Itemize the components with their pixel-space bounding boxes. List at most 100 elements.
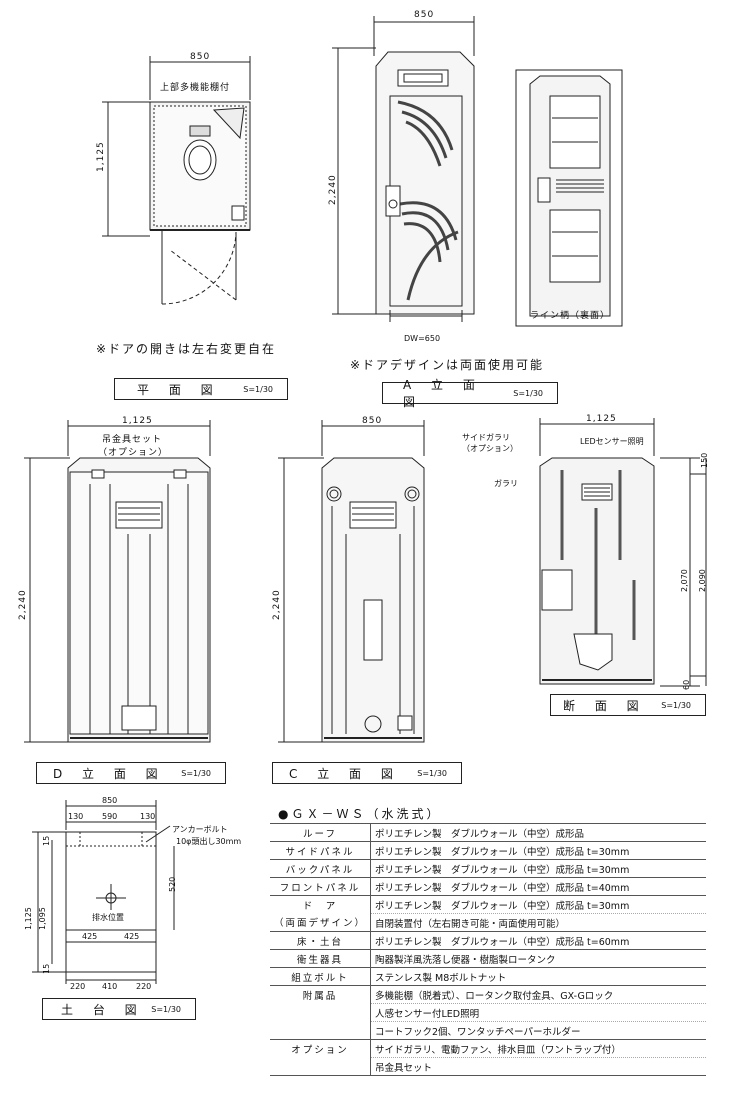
section-dim-2090: 2,090 xyxy=(698,569,707,592)
spec-row: オプションサイドガラリ、電動ファン、排水目皿（ワントラップ付） xyxy=(270,1039,706,1058)
line-pattern-drawing xyxy=(515,69,623,327)
d-elevation-drawing xyxy=(24,420,211,743)
plan-scale: S=1/30 xyxy=(243,384,273,394)
spec-key: 衛生器具 xyxy=(270,949,372,968)
spec-key xyxy=(270,1021,372,1040)
plan-note: ※ドアの開きは左右変更自在 xyxy=(96,342,277,356)
base-dim-130b: 130 xyxy=(140,812,156,821)
base-dim-520: 520 xyxy=(168,876,177,892)
spec-value: 陶器製洋風洗落し便器・樹脂製ロータンク xyxy=(370,949,706,968)
c-title-box: C 立 面 図 S=1/30 xyxy=(272,762,462,784)
spec-value: ポリエチレン製 ダブルウォール（中空）成形品 t=30mm xyxy=(370,895,706,914)
spec-key: 床・土台 xyxy=(270,931,372,950)
plan-title-box: 平 面 図 S=1/30 xyxy=(114,378,288,400)
spec-row: 人感センサー付LED照明 xyxy=(270,1003,706,1022)
spec-key: ド ア xyxy=(270,895,372,914)
spec-value: コートフック2個、ワンタッチペーパーホルダー xyxy=(370,1021,706,1040)
spec-key: サイドパネル xyxy=(270,841,372,860)
spec-key: バックパネル xyxy=(270,859,372,878)
spec-row: 附属品多機能棚（脱着式）、ロータンク取付金具、GX-Gロック xyxy=(270,985,706,1004)
a-title-box: A 立 面 図 S=1/30 xyxy=(382,378,558,409)
spec-row: 吊金具セット xyxy=(270,1057,706,1076)
d-hook-label-2: （オプション） xyxy=(98,448,169,458)
spec-value: 多機能棚（脱着式）、ロータンク取付金具、GX-Gロック xyxy=(370,985,706,1004)
spec-table: ルーフポリエチレン製 ダブルウォール（中空）成形品 サイドパネルポリエチレン製 … xyxy=(270,823,706,1076)
d-hook-label-1: 吊金具セット xyxy=(102,435,163,445)
section-dim-60: 60 xyxy=(682,679,691,690)
spec-row: 衛生器具陶器製洋風洗落し便器・樹脂製ロータンク xyxy=(270,949,706,968)
base-dim-width: 850 xyxy=(102,796,118,805)
base-dim-1125: 1,125 xyxy=(24,907,33,930)
section-scale: S=1/30 xyxy=(661,700,691,710)
spec-row: 床・土台ポリエチレン製 ダブルウォール（中空）成形品 t=60mm xyxy=(270,931,706,950)
spec-row: ルーフポリエチレン製 ダブルウォール（中空）成形品 xyxy=(270,823,706,842)
d-dim-height: 2,240 xyxy=(18,589,28,620)
base-scale: S=1/30 xyxy=(151,1004,181,1014)
c-dim-width: 850 xyxy=(362,416,383,426)
base-dim-15b: 15 xyxy=(42,963,51,974)
section-led-label: LEDセンサー照明 xyxy=(580,437,644,446)
base-dim-425a: 425 xyxy=(82,932,98,941)
base-dim-410: 410 xyxy=(102,982,118,991)
spec-value: ポリエチレン製 ダブルウォール（中空）成形品 t=40mm xyxy=(370,877,706,896)
a-title: A 立 面 図 xyxy=(403,378,483,409)
spec-row: （両面デザイン）自閉装置付（左右開き可能・両面使用可能） xyxy=(270,913,706,932)
spec-key: 組立ボルト xyxy=(270,967,372,986)
spec-row: 組立ボルトステンレス製 M8ボルトナット xyxy=(270,967,706,986)
base-title-box: 土 台 図 S=1/30 xyxy=(42,998,196,1020)
spec-value: 吊金具セット xyxy=(370,1057,706,1076)
spec-row: ド アポリエチレン製 ダブルウォール（中空）成形品 t=30mm xyxy=(270,895,706,914)
base-drawing xyxy=(32,800,175,984)
spec-value: ポリエチレン製 ダブルウォール（中空）成形品 t=30mm xyxy=(370,859,706,878)
section-dim-150: 150 xyxy=(700,452,709,468)
section-side-label-2: （オプション） xyxy=(462,444,518,453)
spec-value: ポリエチレン製 ダブルウォール（中空）成形品 t=60mm xyxy=(370,931,706,950)
spec-value: サイドガラリ、電動ファン、排水目皿（ワントラップ付） xyxy=(370,1039,706,1058)
a-dim-door: DW=650 xyxy=(404,334,441,343)
plan-dim-depth: 1,125 xyxy=(96,141,106,172)
base-title: 土 台 図 xyxy=(61,1002,145,1017)
spec-title: ●ＧＸ－ＷＳ（水洗式） xyxy=(278,807,442,821)
section-title-box: 断 面 図 S=1/30 xyxy=(550,694,706,716)
section-title: 断 面 図 xyxy=(563,698,647,713)
spec-key: 附属品 xyxy=(270,985,372,1004)
base-dim-130a: 130 xyxy=(68,812,84,821)
section-dim-2070: 2,070 xyxy=(680,569,689,592)
d-dim-width: 1,125 xyxy=(122,416,153,426)
c-scale: S=1/30 xyxy=(417,768,447,778)
a-elevation-drawing xyxy=(332,16,475,322)
spec-row: フロントパネルポリエチレン製 ダブルウォール（中空）成形品 t=40mm xyxy=(270,877,706,896)
spec-key xyxy=(270,1003,372,1022)
d-title-box: D 立 面 図 S=1/30 xyxy=(36,762,226,784)
base-dim-425b: 425 xyxy=(124,932,140,941)
c-elevation-drawing xyxy=(278,420,425,743)
c-dim-height: 2,240 xyxy=(272,589,282,620)
base-anchor-label-2: 10φ頭出し30mm xyxy=(176,837,242,846)
spec-key xyxy=(270,1057,372,1076)
section-drawing xyxy=(539,418,707,687)
d-title: D 立 面 図 xyxy=(53,766,166,781)
spec-key: オプション xyxy=(270,1039,372,1058)
section-side-label-1: サイドガラリ xyxy=(462,433,510,442)
spec-key: （両面デザイン） xyxy=(270,913,372,932)
base-dim-15a: 15 xyxy=(42,835,51,846)
spec-value: 人感センサー付LED照明 xyxy=(370,1003,706,1022)
line-back-label: ライン柄（裏面） xyxy=(530,311,611,321)
base-dim-220b: 220 xyxy=(136,982,152,991)
spec-row: コートフック2個、ワンタッチペーパーホルダー xyxy=(270,1021,706,1040)
base-anchor-label-1: アンカーボルト xyxy=(172,825,228,834)
spec-value: ステンレス製 M8ボルトナット xyxy=(370,967,706,986)
c-title: C 立 面 図 xyxy=(289,766,401,781)
plan-shelf-label: 上部多機能棚付 xyxy=(160,83,231,93)
spec-value: ポリエチレン製 ダブルウォール（中空）成形品 xyxy=(370,823,706,842)
plan-view-drawing xyxy=(102,56,251,305)
spec-value: ポリエチレン製 ダブルウォール（中空）成形品 t=30mm xyxy=(370,841,706,860)
a-dim-height: 2,240 xyxy=(328,174,338,205)
spec-key: フロントパネル xyxy=(270,877,372,896)
spec-row: サイドパネルポリエチレン製 ダブルウォール（中空）成形品 t=30mm xyxy=(270,841,706,860)
spec-row: バックパネルポリエチレン製 ダブルウォール（中空）成形品 t=30mm xyxy=(270,859,706,878)
base-dim-1095: 1,095 xyxy=(38,907,47,930)
section-galari-label: ガラリ xyxy=(494,479,518,488)
spec-value: 自閉装置付（左右開き可能・両面使用可能） xyxy=(370,913,706,932)
